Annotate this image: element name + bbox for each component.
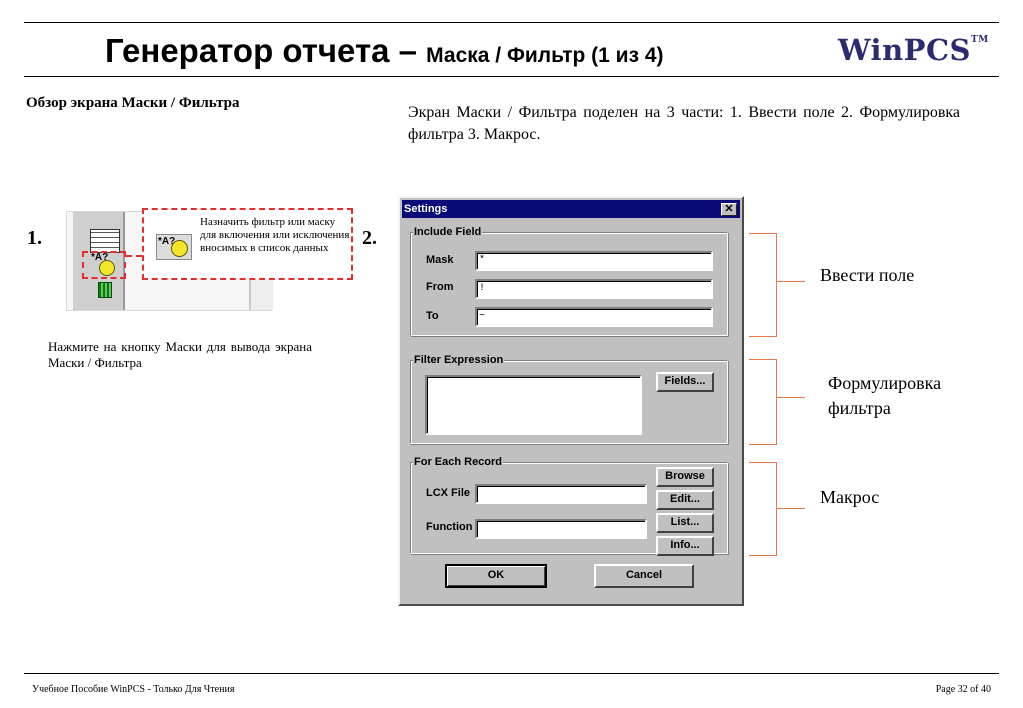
close-icon[interactable]: ✕ (721, 203, 737, 216)
step-2-number: 2. (362, 227, 377, 249)
from-input[interactable]: ! (475, 279, 713, 299)
mask-callout-icon-text: *A? (158, 236, 176, 247)
toolbar-column: *A? (73, 212, 125, 310)
header-rule (24, 76, 999, 77)
include-field-legend: Include Field (413, 225, 483, 239)
logo-trademark: TM (971, 35, 989, 45)
lcx-file-input[interactable] (475, 484, 647, 504)
dialog-title: Settings (404, 203, 448, 215)
highlight-connector (126, 255, 142, 257)
macro-annotation: Макрос (820, 487, 880, 507)
macro-bracket (749, 462, 777, 556)
to-input[interactable]: ~ (475, 307, 713, 327)
info-button[interactable]: Info... (656, 536, 714, 556)
intro-text: Экран Маски / Фильтра поделен на 3 части… (408, 104, 960, 143)
footer-left: Учебное Пособие WinPCS - Только Для Чтен… (32, 684, 235, 695)
page-title-main: Генератор отчета – (105, 32, 427, 69)
browse-button[interactable]: Browse (656, 467, 714, 487)
page-title: Генератор отчета – Маска / Фильтр (1 из … (105, 32, 664, 70)
function-input[interactable] (475, 519, 647, 539)
grid-icon[interactable] (90, 229, 120, 253)
settings-dialog: Settings ✕ Include Field Mask * From ! T… (398, 196, 744, 606)
step-1-number: 1. (27, 227, 42, 249)
face-icon (171, 240, 188, 257)
edit-button[interactable]: Edit... (656, 490, 714, 510)
section-heading: Обзор экрана Маски / Фильтра (26, 95, 240, 111)
mask-input[interactable]: * (475, 251, 713, 271)
mask-icon-text: *A? (91, 252, 109, 263)
mask-button-highlight (82, 251, 126, 279)
mask-label: Mask (426, 254, 454, 266)
include-bracket (749, 233, 777, 337)
filter-expression-legend: Filter Expression (413, 353, 505, 367)
face-icon (99, 260, 115, 276)
include-field-group: Include Field (410, 225, 728, 336)
ok-button[interactable]: OK (445, 564, 547, 588)
to-label: To (426, 310, 439, 322)
for-each-record-group: For Each Record (410, 455, 728, 554)
filter-bracket (749, 359, 777, 445)
list-button[interactable]: List... (656, 513, 714, 533)
include-bracket-line (777, 281, 805, 282)
include-annotation: Ввести поле (820, 265, 915, 285)
filter-annotation-line1: Формулировка (828, 373, 942, 393)
winpcs-logo: WinPCSTM (838, 33, 989, 67)
mask-callout-icon: *A? (156, 234, 192, 260)
cancel-button[interactable]: Cancel (594, 564, 694, 588)
fields-button[interactable]: Fields... (656, 372, 714, 392)
filter-expression-textarea[interactable] (425, 375, 642, 435)
callout-text: Назначить фильтр или маску для включения… (200, 216, 350, 254)
dialog-titlebar[interactable]: Settings ✕ (402, 200, 740, 218)
lcx-file-label: LCX File (426, 487, 471, 499)
filter-bracket-line (777, 397, 805, 398)
mask-callout: *A? Назначить фильтр или маску для включ… (142, 208, 353, 280)
page-title-sub: Маска / Фильтр (1 из 4) (426, 44, 664, 67)
logo-text: WinPCS (838, 33, 971, 67)
macro-bracket-line (777, 508, 805, 509)
from-label: From (426, 281, 454, 293)
filter-expression-group: Filter Expression (410, 353, 728, 444)
filter-annotation-line2: фильтра (828, 398, 891, 418)
step-1-caption: Нажмите на кнопку Маски для вывода экран… (48, 339, 312, 370)
function-label: Function (426, 521, 473, 533)
top-rule (24, 22, 999, 23)
for-each-record-legend: For Each Record (413, 455, 504, 469)
mask-icon[interactable]: *A? (91, 252, 121, 278)
trash-icon[interactable] (98, 282, 112, 298)
footer-rule (24, 673, 999, 674)
page-number: Page 32 of 40 (935, 684, 991, 695)
